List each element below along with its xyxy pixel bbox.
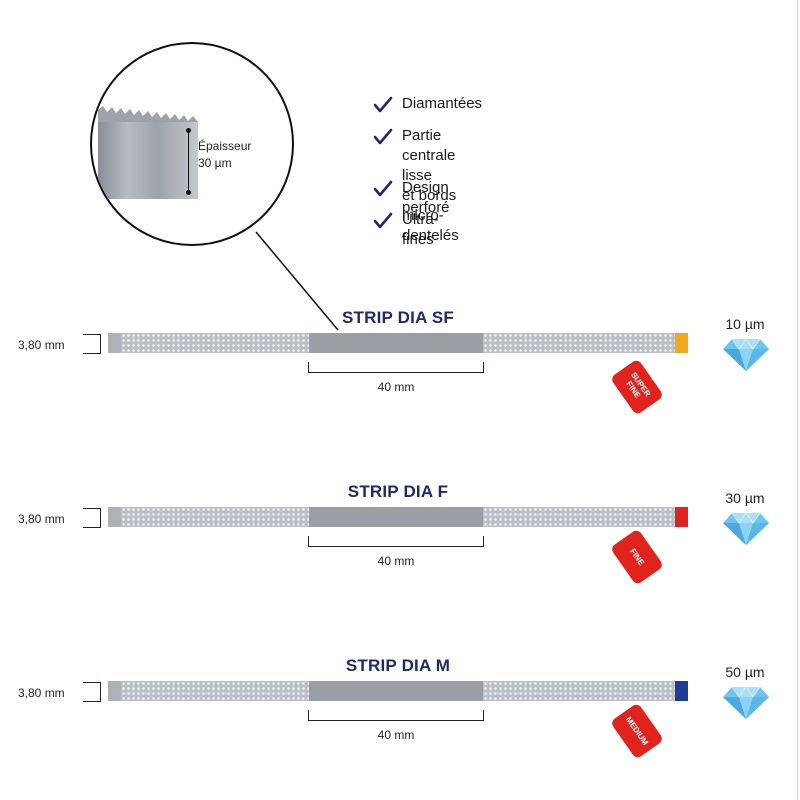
perforated-section-right bbox=[483, 333, 675, 353]
thickness-annotation: Épaisseur 30 µm bbox=[198, 138, 251, 172]
grit-size-label: 30 µm bbox=[725, 490, 765, 506]
diamond-icon bbox=[723, 686, 769, 719]
feature-item: Diamantées bbox=[372, 94, 482, 114]
perforated-section-right bbox=[483, 681, 675, 701]
dimension-dot-bottom bbox=[186, 190, 191, 195]
check-icon bbox=[373, 180, 393, 197]
grade-tag-line: FINE bbox=[628, 546, 646, 568]
color-code-tip bbox=[675, 681, 688, 701]
thickness-dimension-line bbox=[188, 130, 189, 192]
grade-tag-line: MEDIUM bbox=[624, 715, 650, 747]
color-code-tip bbox=[675, 507, 688, 527]
strip-cross-section bbox=[98, 122, 198, 199]
smooth-center-section bbox=[309, 681, 483, 701]
grade-tag: MEDIUM bbox=[609, 702, 665, 760]
grit-size-label: 50 µm bbox=[725, 664, 765, 680]
center-length-bracket bbox=[308, 710, 484, 721]
strip-end-left bbox=[108, 507, 121, 527]
strip-width-bracket bbox=[82, 682, 101, 702]
perforated-section-left bbox=[121, 333, 309, 353]
strip-group: STRIP DIA M 3,80 mm 40 mm MEDIUM 50 µm bbox=[0, 654, 800, 784]
abrasive-strip bbox=[108, 333, 688, 353]
center-length-bracket bbox=[308, 362, 484, 373]
strip-group: STRIP DIA F 3,80 mm 40 mm FINE 30 µm bbox=[0, 480, 800, 610]
abrasive-strip bbox=[108, 681, 688, 701]
feature-text: Partie centrale lisse et bords micro-den… bbox=[402, 127, 459, 244]
thickness-value: 30 µm bbox=[198, 156, 232, 170]
grade-tag: FINE bbox=[609, 528, 665, 586]
perforated-section-left bbox=[121, 681, 309, 701]
center-length-bracket bbox=[308, 536, 484, 547]
dimension-dot-top bbox=[186, 128, 191, 133]
strip-width-label: 3,80 mm bbox=[18, 512, 65, 526]
feature-item: Ultra-fines bbox=[372, 210, 439, 250]
strip-end-left bbox=[108, 681, 121, 701]
check-icon bbox=[373, 128, 393, 145]
perforated-section-left bbox=[121, 507, 309, 527]
strip-width-label: 3,80 mm bbox=[18, 338, 65, 352]
center-length-label: 40 mm bbox=[377, 728, 415, 742]
feature-text: Ultra-fines bbox=[402, 211, 439, 248]
diamond-icon bbox=[723, 338, 769, 371]
strip-title: STRIP DIA M bbox=[345, 656, 451, 675]
diamond-icon bbox=[723, 512, 769, 545]
strip-title: STRIP DIA SF bbox=[342, 308, 454, 327]
feature-item: Design perforé bbox=[372, 178, 450, 218]
strip-width-bracket bbox=[82, 334, 101, 354]
thickness-label: Épaisseur bbox=[198, 139, 252, 153]
strip-width-bracket bbox=[82, 508, 101, 528]
center-length-label: 40 mm bbox=[377, 554, 415, 568]
smooth-center-section bbox=[309, 333, 483, 353]
right-border-line bbox=[797, 0, 798, 800]
feature-item: Partie centrale lisse et bords micro-den… bbox=[372, 126, 459, 246]
strip-title: STRIP DIA F bbox=[347, 482, 449, 501]
abrasive-strip bbox=[108, 507, 688, 527]
strip-width-label: 3,80 mm bbox=[18, 686, 65, 700]
center-length-label: 40 mm bbox=[377, 380, 415, 394]
perforated-section-right bbox=[483, 507, 675, 527]
smooth-center-section bbox=[309, 507, 483, 527]
grit-size-label: 10 µm bbox=[725, 316, 765, 332]
strip-end-left bbox=[108, 333, 121, 353]
serrated-edge-graphic bbox=[98, 106, 198, 124]
check-icon bbox=[373, 212, 393, 229]
check-icon bbox=[373, 96, 393, 113]
feature-text: Diamantées bbox=[402, 95, 483, 112]
feature-text: Design perforé bbox=[402, 179, 450, 216]
color-code-tip bbox=[675, 333, 688, 353]
magnifier-circle: Épaisseur 30 µm bbox=[90, 42, 294, 246]
